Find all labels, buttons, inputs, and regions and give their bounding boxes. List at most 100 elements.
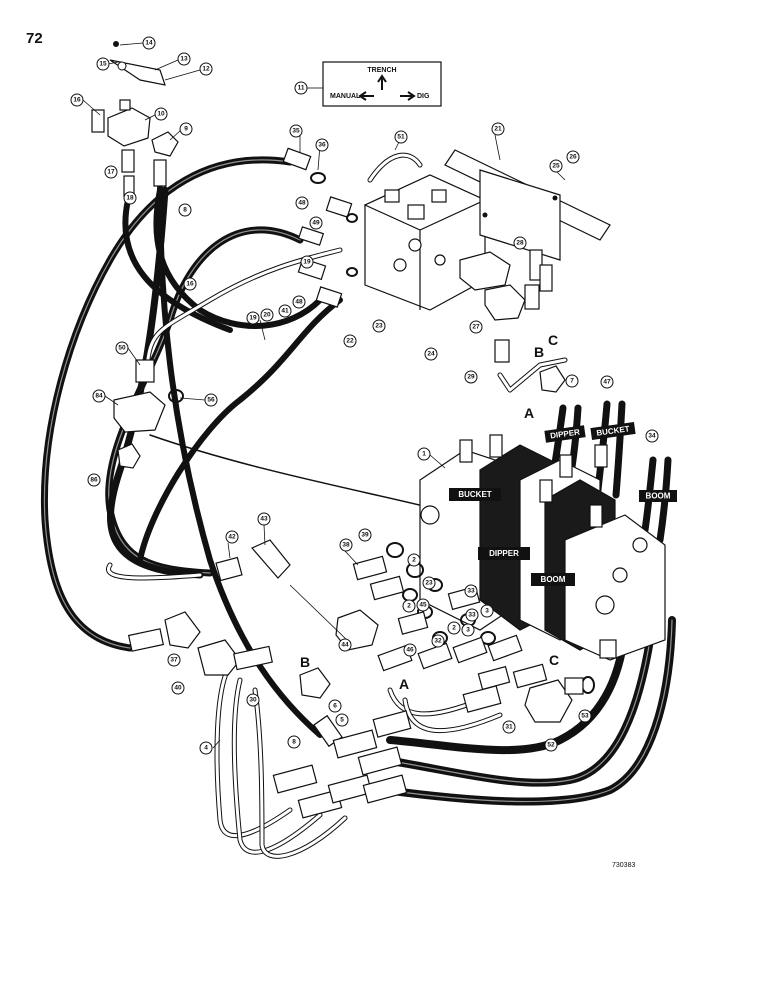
callout-23a: 23: [372, 319, 386, 333]
svg-text:51: 51: [397, 134, 405, 141]
callout-3a: 3: [480, 604, 494, 618]
callout-10: 10: [154, 107, 168, 121]
svg-text:50: 50: [118, 345, 126, 352]
callout-39: 39: [358, 528, 372, 542]
callout-37: 37: [167, 653, 181, 667]
svg-text:23: 23: [375, 323, 383, 330]
svg-text:15: 15: [99, 61, 107, 68]
callout-26: 26: [566, 150, 580, 164]
callout-4: 4: [199, 741, 213, 755]
svg-text:11: 11: [298, 85, 305, 92]
callout-44: 44: [338, 638, 352, 652]
callout-2a: 2: [407, 553, 421, 567]
svg-text:14: 14: [145, 40, 153, 47]
callout-17: 17: [104, 165, 118, 179]
hydraulic-hoses: [40, 156, 676, 806]
svg-text:19: 19: [303, 259, 311, 266]
svg-text:36: 36: [318, 142, 326, 149]
letter-b-bottom: B: [300, 654, 310, 670]
callout-45: 45: [416, 598, 430, 612]
callout-30: 30: [246, 693, 260, 707]
callout-56: 56: [204, 393, 218, 407]
svg-text:84: 84: [95, 393, 103, 400]
svg-text:41: 41: [281, 308, 289, 315]
callout-84: 84: [92, 389, 106, 403]
svg-text:32: 32: [434, 638, 442, 645]
callout-16b: 16: [183, 277, 197, 291]
svg-text:3: 3: [466, 627, 470, 634]
callout-7: 7: [565, 374, 579, 388]
svg-text:5: 5: [340, 717, 344, 724]
valve-label-dipper: DIPPER: [489, 549, 519, 558]
control-valve-bank: BUCKET DIPPER BOOM: [419, 434, 666, 661]
svg-text:8: 8: [292, 739, 296, 746]
valve-label-bucket: BUCKET: [458, 490, 491, 499]
svg-text:49: 49: [312, 220, 320, 227]
svg-text:46: 46: [406, 647, 414, 654]
callout-19b: 19: [246, 311, 260, 325]
fittings: [91, 41, 617, 819]
callouts: 14 15 13 12 11 16 10 9 17 18 8 35 36 51 …: [70, 36, 659, 755]
svg-text:43: 43: [260, 516, 268, 523]
callout-34: 34: [645, 429, 659, 443]
callout-19a: 19: [300, 255, 314, 269]
letter-a-top: A: [524, 405, 534, 421]
callout-2c: 2: [447, 621, 461, 635]
svg-text:18: 18: [126, 195, 134, 202]
svg-text:48: 48: [295, 299, 303, 306]
callout-36: 36: [315, 138, 329, 152]
callout-31: 31: [502, 720, 516, 734]
legend-dig: DIG: [417, 93, 430, 100]
svg-text:20: 20: [263, 312, 271, 319]
callout-33b: 33: [465, 608, 479, 622]
callout-27: 27: [469, 320, 483, 334]
callout-35: 35: [289, 124, 303, 138]
svg-text:33: 33: [467, 588, 475, 595]
svg-text:86: 86: [90, 477, 98, 484]
callout-28: 28: [513, 236, 527, 250]
callout-12: 12: [199, 62, 213, 76]
svg-text:53: 53: [581, 713, 589, 720]
drawing-code: 730383: [612, 862, 636, 869]
svg-text:45: 45: [419, 602, 427, 609]
svg-text:37: 37: [170, 657, 178, 664]
connection-letters: A B C A B C: [300, 332, 559, 692]
legend-trench: TRENCH: [367, 67, 396, 74]
svg-text:2: 2: [412, 557, 416, 564]
callout-29: 29: [464, 370, 478, 384]
svg-text:42: 42: [228, 534, 236, 541]
callout-86: 86: [87, 473, 101, 487]
svg-text:40: 40: [174, 685, 182, 692]
callout-9: 9: [179, 122, 193, 136]
callout-48a: 48: [295, 196, 309, 210]
callout-32: 32: [431, 634, 445, 648]
callout-22: 22: [343, 334, 357, 348]
callout-50: 50: [115, 341, 129, 355]
callout-41: 41: [278, 304, 292, 318]
svg-text:56: 56: [207, 397, 215, 404]
letter-b-top: B: [534, 344, 544, 360]
pilot-manifold-block: [363, 149, 611, 311]
callout-53: 53: [578, 709, 592, 723]
arrow-right-icon: [400, 91, 416, 101]
svg-text:27: 27: [472, 324, 480, 331]
svg-text:39: 39: [361, 532, 369, 539]
svg-text:35: 35: [292, 128, 300, 135]
svg-text:16: 16: [73, 97, 81, 104]
rigid-tubes: [105, 152, 568, 859]
arrow-up-icon: [377, 74, 387, 90]
callout-16: 16: [70, 93, 84, 107]
svg-text:29: 29: [467, 374, 475, 381]
svg-text:17: 17: [107, 169, 115, 176]
letter-c-top: C: [548, 332, 558, 348]
callout-33a: 33: [464, 584, 478, 598]
legend-manual: MANUAL: [330, 93, 361, 100]
hose-tag-boom: BOOM: [646, 492, 671, 501]
svg-text:48: 48: [298, 200, 306, 207]
svg-text:24: 24: [427, 351, 435, 358]
svg-text:13: 13: [180, 56, 188, 63]
callout-13: 13: [177, 52, 191, 66]
callout-48b: 48: [292, 295, 306, 309]
hose-tags: DIPPER BUCKET BOOM: [544, 421, 677, 502]
svg-text:6: 6: [333, 703, 337, 710]
